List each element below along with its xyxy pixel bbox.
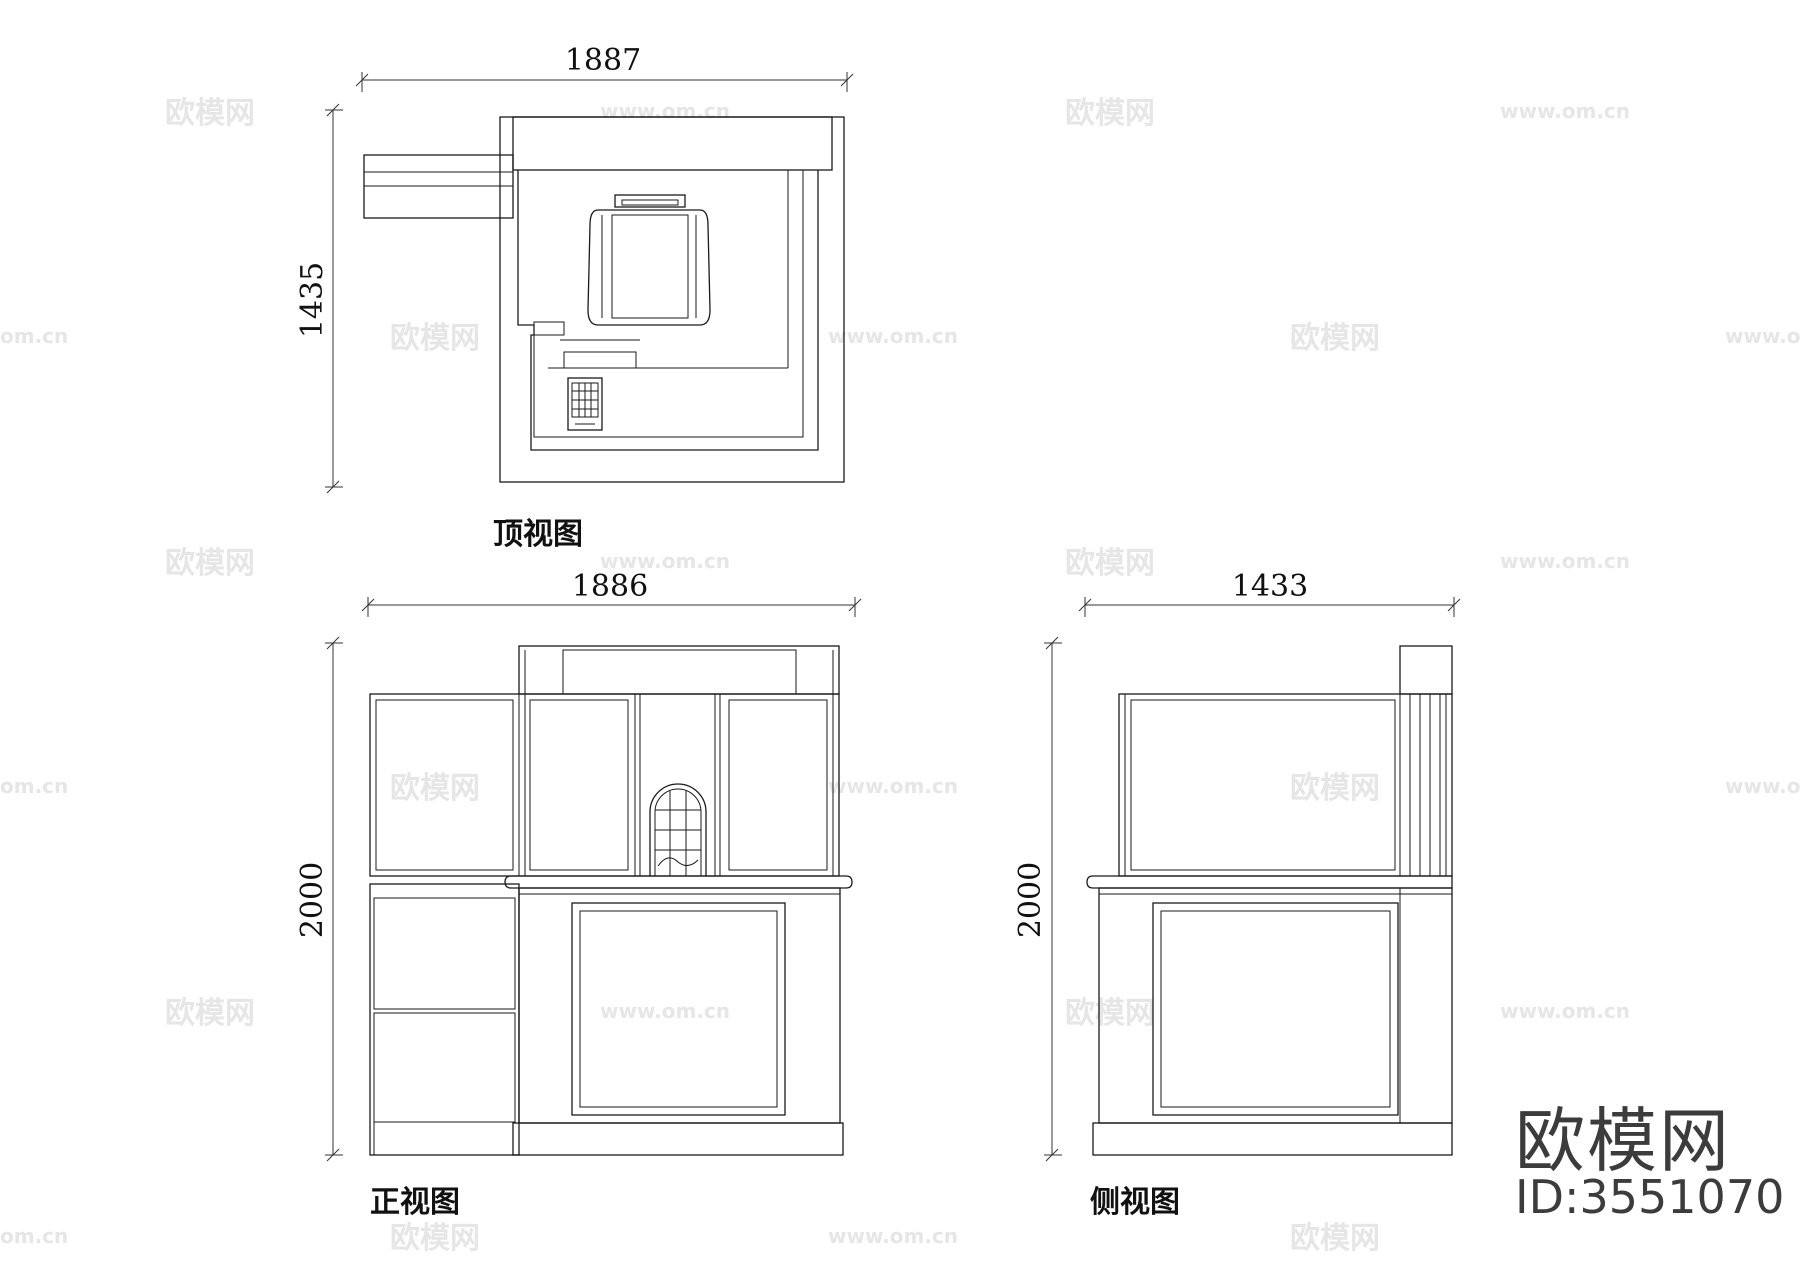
watermark-url: www.om.cn — [1725, 324, 1800, 348]
watermark-url: www.om.cn — [600, 999, 730, 1023]
watermark-logo: 欧模网 — [390, 1221, 480, 1256]
front-view-label: 正视图 — [370, 1185, 460, 1220]
side-top-box — [1399, 645, 1453, 695]
watermark-url: om.cn — [0, 774, 68, 798]
front-left-cabinet — [369, 883, 520, 1156]
watermark-url: om.cn — [0, 324, 68, 348]
top-plan-outline — [363, 116, 845, 483]
watermark-url: www.om.cn — [600, 99, 730, 123]
side-counter-body — [1092, 887, 1453, 1156]
watermark-url: www.om.cn — [828, 774, 958, 798]
arched-window — [649, 783, 707, 876]
side-glass-panel — [1118, 693, 1453, 877]
front-view: 1886 2000 — [295, 569, 862, 1220]
top-view-label: 顶视图 — [493, 517, 583, 552]
watermark-url: www.om.cn — [1725, 774, 1800, 798]
watermark-url: www.om.cn — [828, 324, 958, 348]
front-counter-body — [512, 887, 844, 1156]
top-depth-dimension: 1435 — [295, 103, 343, 494]
watermark-url: www.om.cn — [1500, 99, 1630, 123]
watermarks: 欧模网 www.om.cn 欧模网 www.om.cn om.cn 欧模网 ww… — [0, 96, 1800, 1256]
side-width-label: 1433 — [1232, 569, 1308, 604]
keypad-device — [567, 377, 603, 431]
watermark-logo: 欧模网 — [1290, 771, 1380, 806]
side-view: 1433 2000 — [1013, 569, 1461, 1220]
brand-logo-text: 欧模网 — [1515, 1100, 1731, 1182]
top-width-dimension: 1887 — [355, 43, 854, 92]
watermark-logo: 欧模网 — [390, 321, 480, 356]
model-id: ID:3551070 — [1515, 1170, 1785, 1224]
front-height-dimension: 2000 — [295, 636, 343, 1162]
watermark-logo: 欧模网 — [1065, 996, 1155, 1031]
top-view: 1887 1435 — [295, 43, 854, 552]
watermark-logo: 欧模网 — [1065, 96, 1155, 131]
side-height-label: 2000 — [1013, 862, 1048, 938]
watermark-url: www.om.cn — [600, 549, 730, 573]
side-height-dimension: 2000 — [1013, 636, 1062, 1162]
chair-top — [587, 194, 711, 326]
watermark-url: om.cn — [0, 1224, 68, 1248]
watermark-url: www.om.cn — [1500, 999, 1630, 1023]
side-counter-ledge — [1086, 875, 1453, 895]
watermark-url: www.om.cn — [1500, 549, 1630, 573]
side-view-label: 侧视图 — [1090, 1185, 1180, 1220]
watermark-url: www.om.cn — [828, 1224, 958, 1248]
top-depth-label: 1435 — [295, 262, 330, 338]
top-width-label: 1887 — [565, 43, 641, 78]
front-header-box — [518, 645, 840, 695]
watermark-logo: 欧模网 — [1065, 546, 1155, 581]
front-width-label: 1886 — [572, 569, 648, 604]
watermark-logo: 欧模网 — [165, 546, 255, 581]
watermark-logo: 欧模网 — [1290, 1221, 1380, 1256]
watermark-logo: 欧模网 — [390, 771, 480, 806]
front-width-dimension: 1886 — [361, 569, 862, 617]
side-width-dimension: 1433 — [1078, 569, 1461, 617]
watermark-logo: 欧模网 — [165, 996, 255, 1031]
watermark-logo: 欧模网 — [1290, 321, 1380, 356]
watermark-logo: 欧模网 — [165, 96, 255, 131]
front-counter-ledge — [370, 875, 853, 895]
front-height-label: 2000 — [295, 862, 330, 938]
